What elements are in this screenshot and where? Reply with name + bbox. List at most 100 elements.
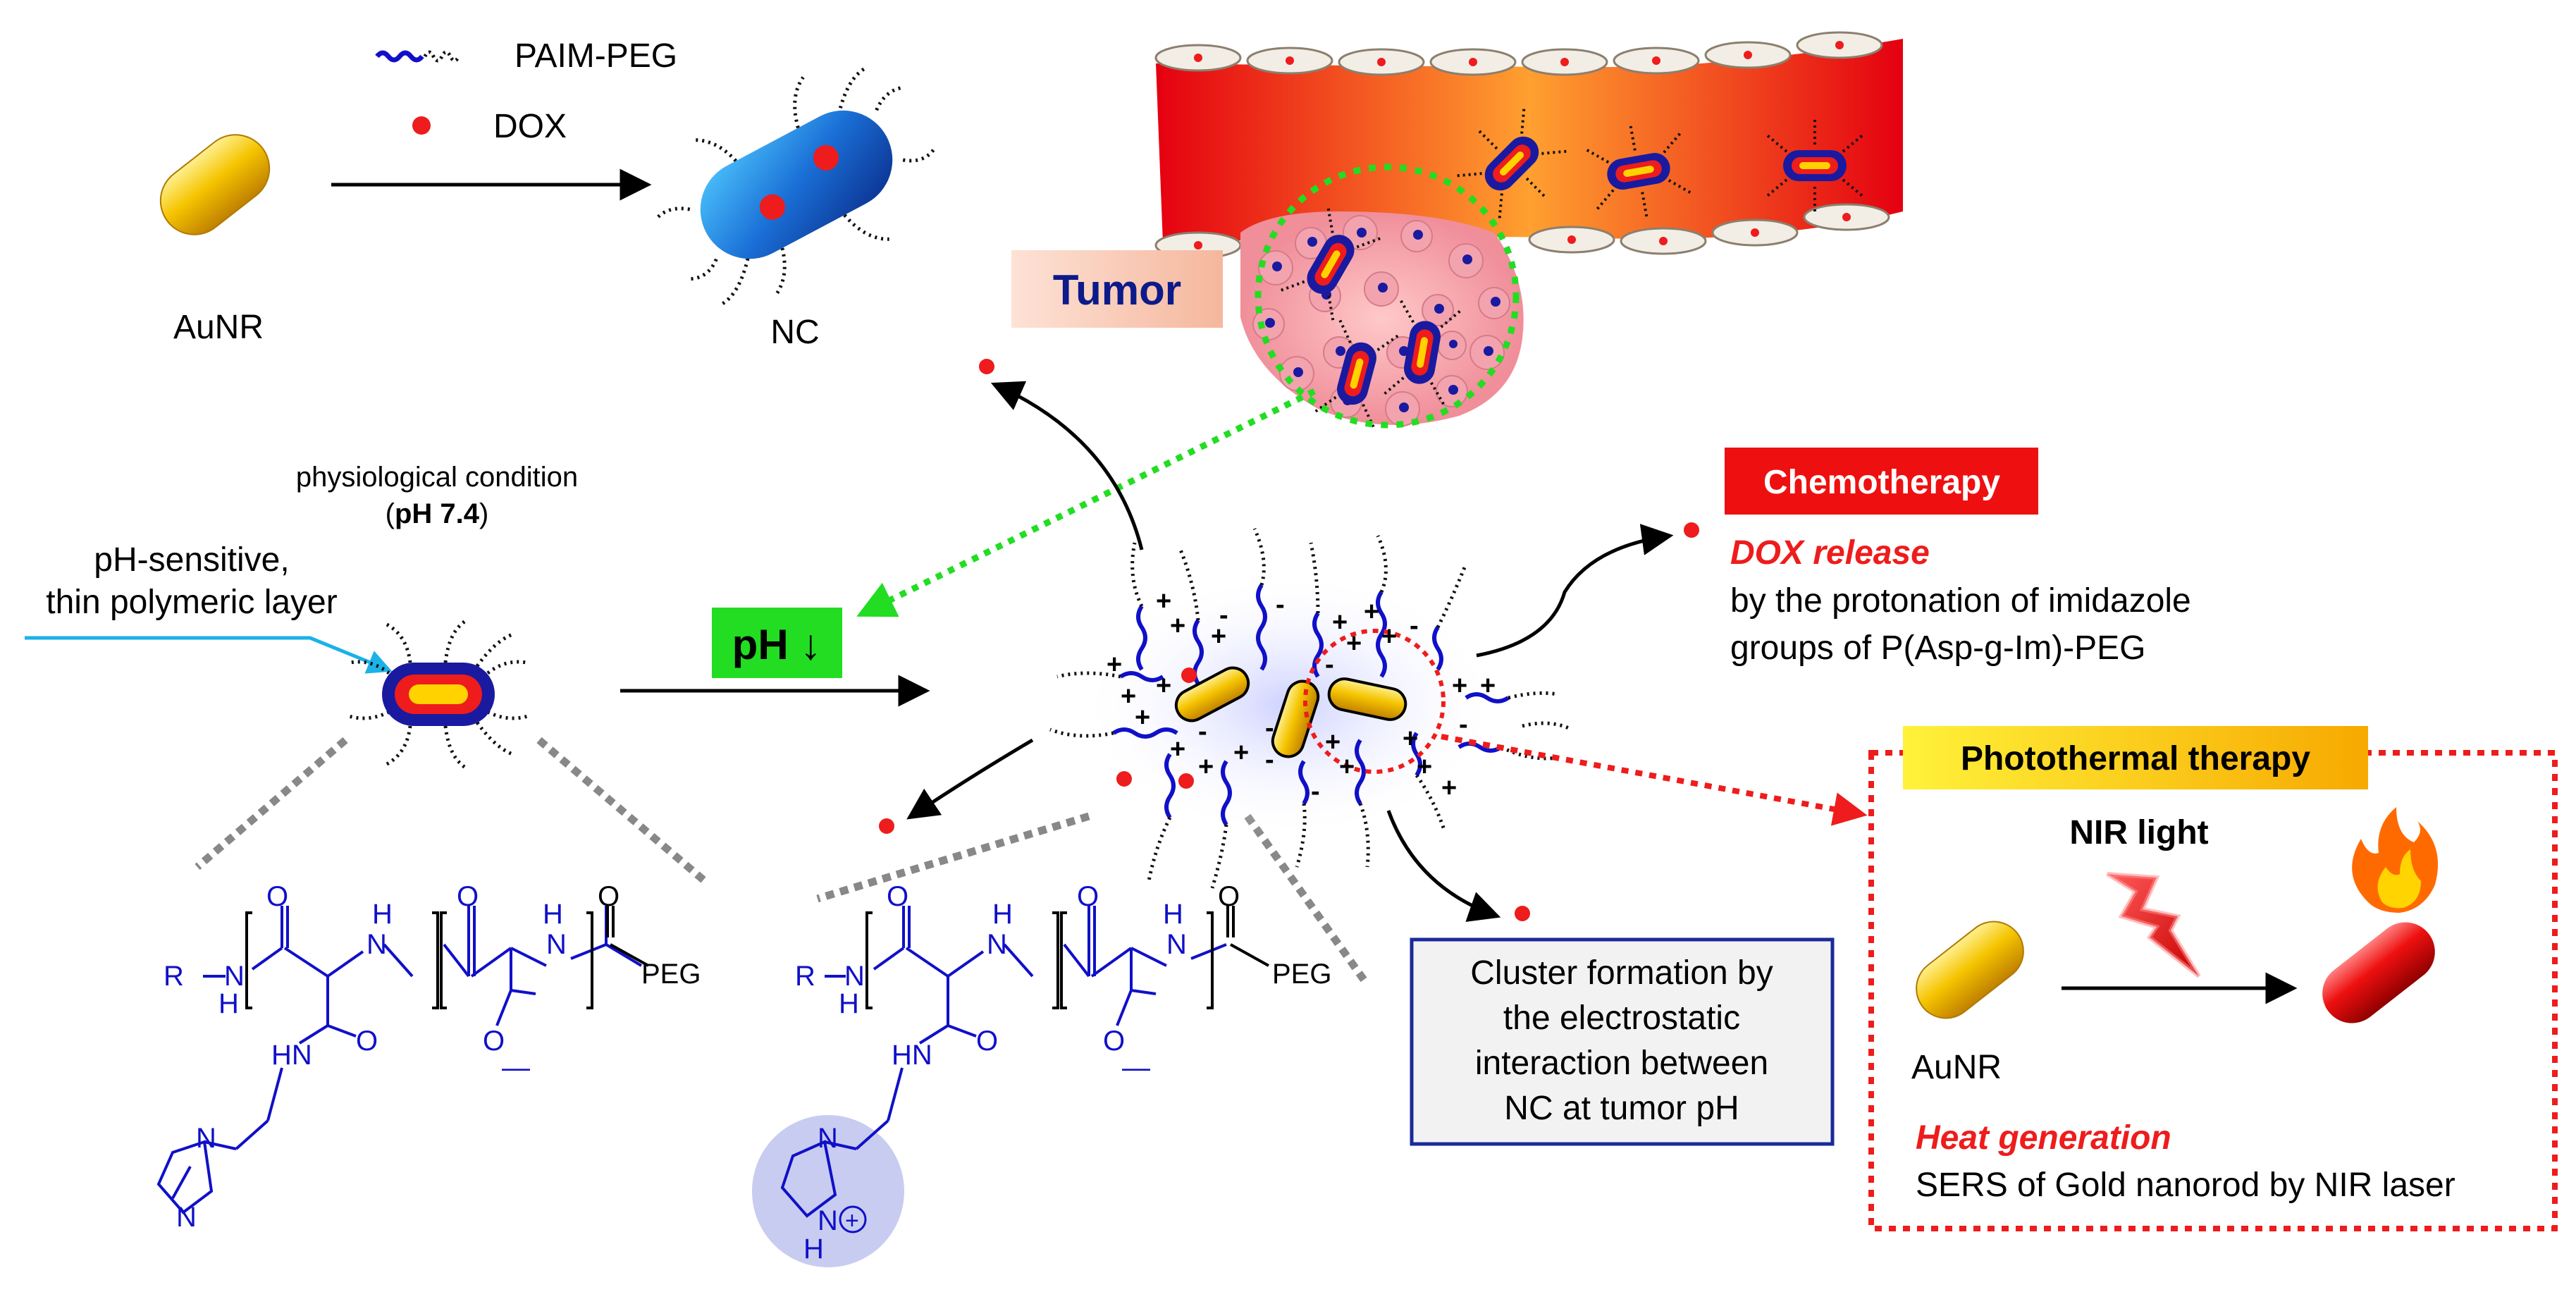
- tumor-nc-2: [1312, 316, 1401, 431]
- svg-text:+: +: [1211, 622, 1226, 651]
- photothermal-aunr-label: AuNR: [1911, 1049, 2002, 1086]
- chem-right-o5: O: [1103, 1026, 1125, 1057]
- ph-drop-text: pH ↓: [732, 621, 822, 668]
- chem-right-o4: O: [976, 1026, 998, 1057]
- chem-left-n3: N: [546, 929, 567, 960]
- chem-left-nh-h: H: [218, 988, 239, 1019]
- chem-right-imidazole-n1: N: [818, 1123, 838, 1154]
- svg-text:-: -: [1410, 611, 1419, 641]
- chem-left-h3: H: [543, 899, 563, 930]
- dox-dot-released-2: [879, 818, 894, 834]
- photothermal-red-arrow: [1441, 734, 1868, 826]
- chem-structure-protonated: R H N O H N O H N O PEG HN O O — N N H +: [780, 881, 1331, 1265]
- svg-text:-: -: [1198, 717, 1207, 746]
- chem-right-r-group: R: [795, 961, 815, 992]
- svg-text:+: +: [1198, 752, 1214, 782]
- svg-text:+: +: [1403, 724, 1418, 753]
- chem-left-o4: O: [356, 1026, 378, 1057]
- tumor-label: Tumor: [1011, 250, 1223, 328]
- chem-right-o1: O: [887, 881, 908, 912]
- dox-dot-cluster-1: [1178, 773, 1194, 789]
- svg-text:-: -: [1219, 601, 1228, 630]
- svg-text:+: +: [1107, 650, 1122, 679]
- chem-right-peg: PEG: [1272, 959, 1331, 990]
- cluster-highlight-circle: [1303, 629, 1446, 774]
- svg-text:-: -: [1265, 745, 1274, 775]
- dox-dot-released-3: [1515, 906, 1530, 921]
- chem-right-imidazole-h: H: [803, 1233, 824, 1265]
- chem-left-peg: PEG: [641, 959, 701, 990]
- left-zoom-line-1: [195, 737, 348, 870]
- svg-text:-: -: [1311, 777, 1320, 806]
- chem-left-imidazole-n3: N: [176, 1202, 197, 1233]
- svg-text:+: +: [1364, 597, 1379, 627]
- svg-text:-: -: [1276, 590, 1285, 620]
- cluster-gold-rod-3: [1327, 677, 1407, 721]
- chem-left-o1: O: [266, 881, 288, 912]
- cluster-note-line2: the electrostatic: [1503, 999, 1740, 1037]
- chem-left-n2: N: [366, 929, 387, 960]
- heat-generation-desc: SERS of Gold nanorod by NIR laser: [1916, 1167, 2455, 1204]
- layer-pointer-line: [25, 636, 393, 674]
- photothermal-panel: Photothermal therapy NIR light AuNR Heat…: [1868, 726, 2558, 1231]
- dox-legend-dot: [412, 116, 431, 135]
- svg-text:+: +: [1332, 608, 1348, 637]
- chem-right-minus: —: [1122, 1052, 1150, 1083]
- vessel-nc-2: [1584, 125, 1694, 217]
- chemotherapy-label: Chemotherapy: [1725, 448, 2038, 515]
- chem-left-nh-n: N: [224, 961, 245, 992]
- heat-generation-title: Heat generation: [1916, 1119, 2171, 1157]
- svg-text:+: +: [1156, 671, 1171, 701]
- chem-right-h3: H: [1163, 899, 1183, 930]
- top-nc-label: NC: [770, 314, 819, 351]
- ph-drop-label: pH ↓: [712, 608, 842, 678]
- svg-text:+: +: [1381, 622, 1397, 651]
- svg-text:-: -: [1459, 710, 1468, 739]
- dox-dot-released-4: [1684, 522, 1699, 538]
- tumor-nc-3: [1381, 297, 1463, 407]
- vessel-nc-1: [1454, 106, 1570, 221]
- chem-right-nh-n: N: [844, 961, 865, 992]
- tumor-tissue: [1240, 211, 1524, 426]
- svg-text:+: +: [1325, 727, 1341, 757]
- svg-text:+: +: [1346, 629, 1362, 658]
- chem-right-o2: O: [1077, 881, 1099, 912]
- chem-right-h2: H: [992, 899, 1013, 930]
- chem-right-o3: O: [1218, 881, 1240, 912]
- release-arrow-4: [1476, 524, 1674, 658]
- aunr-gold-rod: [159, 134, 271, 235]
- vessel-nc-3: [1764, 120, 1866, 211]
- chem-left-h2: H: [372, 899, 393, 930]
- cluster-note-line1: Cluster formation by: [1470, 954, 1773, 992]
- chemotherapy-title: Chemotherapy: [1763, 464, 2000, 501]
- chem-right-hn: HN: [892, 1040, 932, 1071]
- cluster-gold-rod-1: [1174, 666, 1250, 722]
- zoom-green-arrow: [856, 388, 1316, 617]
- fire-icon: [2352, 807, 2439, 913]
- protonated-highlight: [752, 1115, 904, 1267]
- chem-left-o2: O: [457, 881, 479, 912]
- physiological-condition-label: physiological condition: [296, 462, 578, 493]
- svg-text:+: +: [1121, 682, 1136, 711]
- chem-right-nh-h: H: [839, 988, 859, 1019]
- cluster-zoom-line-2: [1244, 813, 1367, 983]
- chem-left-imidazole-n1: N: [196, 1123, 216, 1154]
- cluster-note-line4: NC at tumor pH: [1504, 1090, 1739, 1127]
- tumor-nc-1: [1278, 205, 1383, 324]
- legend: PAIM-PEG DOX: [375, 37, 677, 145]
- svg-text:+: +: [1170, 734, 1185, 764]
- svg-text:+: +: [1233, 738, 1249, 768]
- svg-text:+: +: [1135, 703, 1150, 732]
- chem-right-charge-circle: [839, 1205, 867, 1233]
- left-zoom-line-2: [536, 737, 708, 885]
- photothermal-aunr-rod: [1916, 921, 2024, 1019]
- tumor-magnify-circle: [1255, 164, 1520, 429]
- svg-text:+: +: [1170, 611, 1185, 641]
- cluster-formation-note: Cluster formation by the electrostatic i…: [1410, 937, 1835, 1146]
- chem-left-hn: HN: [271, 1040, 312, 1071]
- chem-structure-neutral: R H N O H N O H N O PEG HN O O — N N: [156, 881, 701, 1233]
- cluster-zoom-line-1: [816, 812, 1090, 903]
- cluster-charges: + + - + - + + + + - - + + + + + + - + + …: [1107, 586, 1496, 806]
- nc-cluster: + + - + - + + + + - - + + + + + + - + + …: [1049, 527, 1573, 889]
- layer-note-line1: pH-sensitive,: [94, 541, 289, 579]
